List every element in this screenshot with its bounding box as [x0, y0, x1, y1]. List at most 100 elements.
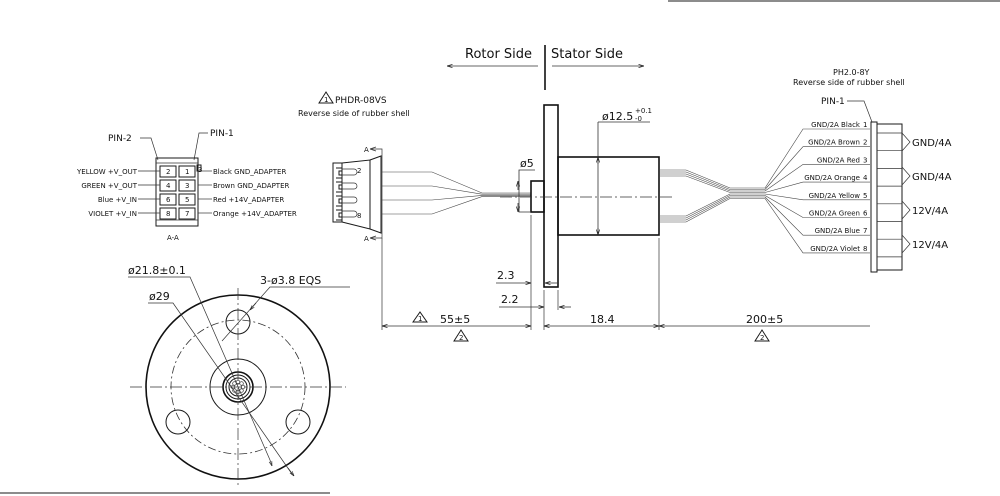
rotor-part-number: PHDR-08VS: [335, 96, 387, 106]
stator-wire-label: GND/2A Blue: [815, 227, 860, 235]
pin-number: 2: [166, 168, 170, 176]
wire-dot: [239, 381, 244, 386]
front-view: ø21.8±0.1 ø29 3-ø3.8 EQS: [128, 264, 350, 486]
pin-number: 7: [185, 210, 189, 218]
pin1-label: PIN-1: [210, 129, 234, 139]
stator-wire: [659, 193, 765, 217]
stator-pin-number: 6: [863, 210, 868, 218]
pin-number: 3: [185, 182, 189, 190]
rotor-wire: [381, 196, 531, 215]
group-label: 12V/4A: [912, 206, 948, 217]
pin2-label: PIN-2: [108, 134, 132, 144]
shaft-diameter: ø5: [520, 157, 534, 170]
stator-pin-number: 8: [863, 245, 867, 253]
aa-right-label: Black GND_ADAPTER: [213, 168, 286, 176]
stator-part-number: PH2.0-8Y: [833, 68, 870, 77]
stator-wire: [659, 173, 765, 192]
rotor-side-label: Rotor Side: [465, 47, 532, 62]
rotor-pin: [336, 181, 343, 193]
rotor-wire: [381, 171, 531, 194]
side-indicator: Rotor Side Stator Side: [447, 45, 644, 90]
stator-fan-wire: [764, 128, 870, 189]
stator-fan-wire: [764, 146, 870, 190]
bolt-circle-leader: [128, 276, 271, 461]
flange-thickness: 2.3: [497, 269, 515, 282]
shaft-dia-dim: [518, 169, 535, 213]
mount-hole-left: [165, 409, 191, 435]
rotor-pin-top: 2: [357, 167, 361, 175]
stator-wire-label: GND/2A Red: [817, 156, 860, 164]
stator-note: Reverse side of rubber shell: [793, 78, 905, 87]
aa-left-label: Blue +V_IN: [98, 196, 137, 204]
stator-wire-label: GND/2A Orange: [804, 174, 860, 182]
pin-cell: [159, 193, 177, 206]
connector-housing: [155, 157, 199, 227]
stator-wire: [659, 171, 765, 190]
aa-right-label: Brown GND_ADAPTER: [213, 182, 290, 190]
stator-wire-label: GND/2A Yellow: [809, 192, 861, 200]
rotor-note: Reverse side of rubber shell: [298, 109, 410, 118]
stator-wire: [659, 196, 765, 221]
aa-left-label: GREEN +V_OUT: [81, 182, 137, 190]
aa-right-label: Orange +14V_ADAPTER: [213, 210, 297, 218]
pin-number: 6: [166, 196, 171, 204]
flange: [543, 104, 559, 288]
body-length: 18.4: [590, 313, 615, 326]
pin-cell: [178, 165, 196, 178]
key-number: 3: [198, 166, 202, 174]
aa-left-label: YELLOW +V_OUT: [76, 168, 138, 176]
group-bracket: [901, 166, 911, 186]
shaft-length: 2.2: [501, 293, 519, 306]
stator-pin-number: 4: [863, 174, 868, 182]
group-bracket: [901, 200, 911, 220]
flange-dia-leader: [148, 302, 293, 475]
stator-wire-label: GND/2A Violet: [810, 245, 860, 253]
pin-cell: [178, 179, 196, 192]
rotor-lead-note-2: 2: [459, 334, 463, 342]
stator-wire: [659, 195, 765, 219]
pin-number: 8: [166, 210, 170, 218]
stator-fan-wire: [764, 195, 870, 218]
body-tol-upper: +0.1: [635, 107, 652, 115]
stator-connector-body: [876, 123, 903, 271]
stator-pin1-label: PIN-1: [821, 97, 845, 107]
rotor-lead-note-1: 1: [418, 315, 422, 323]
pin-cell: [159, 207, 177, 220]
stator-fan-wire: [764, 181, 870, 193]
rotor-pin: [336, 209, 343, 221]
rotor-pin-bottom: 8: [357, 212, 361, 220]
stator-wire: [659, 175, 765, 193]
stator-lead-note: 2: [760, 334, 764, 342]
stator-wire: [659, 198, 765, 223]
stator-connector-rail: [870, 121, 878, 273]
body-diameter: ø12.5: [602, 110, 633, 123]
stator-pin-number: 1: [863, 121, 867, 129]
stator-fan-wire: [764, 193, 870, 201]
body-tol-lower: -0: [635, 115, 642, 123]
section-line: [370, 148, 383, 239]
stator-pin-number: 2: [863, 139, 867, 147]
rotor-wire: [381, 195, 531, 201]
note-1-triangle: [318, 91, 334, 104]
pin-number: 5: [185, 196, 189, 204]
group-label: GND/4A: [912, 172, 952, 183]
stator-wire-label: GND/2A Green: [809, 210, 860, 218]
section-title: A-A: [167, 234, 179, 242]
mount-hole-right: [285, 409, 311, 435]
note-1-number: 1: [324, 96, 328, 104]
aa-left-label: VIOLET +V_IN: [88, 210, 137, 218]
stator-pin-number: 5: [863, 192, 867, 200]
stator-side-label: Stator Side: [551, 47, 623, 62]
rotor-connector: 1 PHDR-08VS Reverse side of rubber shell…: [298, 91, 531, 243]
pin-cell: [159, 165, 177, 178]
pin2-leader: [140, 137, 159, 161]
stator-housing: [557, 156, 660, 236]
pin-cell: [159, 179, 177, 192]
pin-number: 4: [166, 182, 171, 190]
aa-right-label: Red +14V_ADAPTER: [213, 196, 284, 204]
group-bracket: [901, 132, 911, 152]
stator-fan-wire: [764, 164, 870, 192]
wire-dot: [232, 388, 237, 393]
